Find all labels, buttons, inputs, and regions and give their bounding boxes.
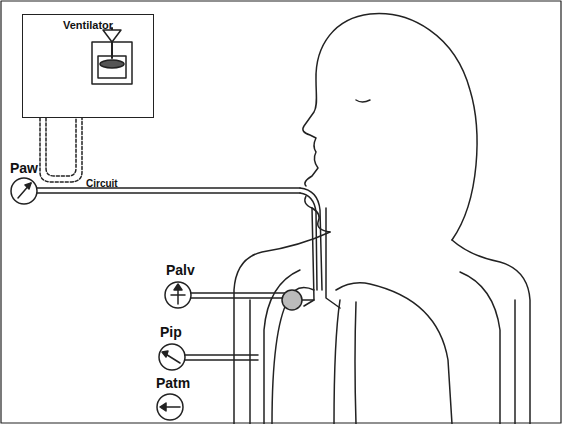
pressure-gauge	[157, 394, 183, 420]
arm-line	[249, 300, 251, 424]
pressure-gauge	[159, 344, 185, 370]
torso-outline	[234, 232, 530, 424]
ventilator-box: Ventilator	[22, 14, 154, 118]
circuit-tubing	[40, 118, 82, 182]
pressure-label: Paw	[10, 160, 38, 176]
eye	[356, 100, 370, 102]
trachea	[304, 208, 340, 308]
pressure-gauge	[165, 282, 191, 308]
gauge-line	[185, 293, 288, 360]
circuit-label: Circuit	[86, 178, 118, 189]
pressure-label: Patm	[156, 375, 190, 391]
pressure-gauge	[11, 178, 37, 204]
head-outline	[303, 14, 477, 240]
chest-wall	[264, 270, 500, 424]
node-label: Ventilator	[23, 19, 153, 31]
piston-symbol	[92, 28, 132, 84]
arm-line	[514, 300, 516, 424]
airway-tube	[37, 188, 322, 290]
alveolus	[282, 290, 302, 310]
lung	[336, 283, 452, 424]
pressure-label: Pip	[160, 324, 182, 340]
lung	[272, 288, 340, 424]
pressure-label: Palv	[166, 262, 195, 278]
